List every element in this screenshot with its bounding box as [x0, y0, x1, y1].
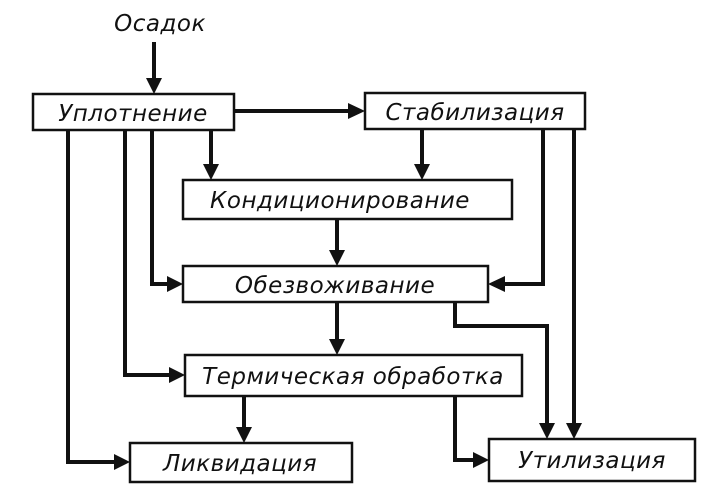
- arrowhead-uplotnenie-likvidatsiya: [114, 454, 130, 470]
- node-utilizatsiya-label: Утилизация: [518, 448, 666, 474]
- node-uplotnenie: Уплотнение: [31, 92, 236, 132]
- node-termicheskaya: Термическая обработка: [183, 353, 524, 398]
- node-stabilizatsiya: Стабилизация: [363, 91, 587, 131]
- node-likvidatsiya: Ликвидация: [128, 441, 354, 484]
- arrowhead-termicheskaya-likvidatsiya: [236, 427, 252, 443]
- arrowhead-uplotnenie-obezvozhivanie: [167, 276, 183, 292]
- edge-uplotnenie-termicheskaya: [123, 130, 171, 377]
- arrowhead-stabilizatsiya-obezvozhivanie: [488, 276, 505, 292]
- arrowhead-input-uplotnenie: [146, 78, 162, 94]
- node-uplotnenie-label: Уплотнение: [58, 101, 208, 127]
- node-konditsionirovanie: Кондиционирование: [181, 178, 514, 221]
- arrowhead-termicheskaya-utilizatsiya: [473, 452, 489, 468]
- node-stabilizatsiya-label: Стабилизация: [385, 100, 564, 126]
- arrowhead-uplotnenie-konditsionirovanie: [203, 164, 219, 180]
- arrowhead-obezvozhivanie-utilizatsiya: [539, 423, 555, 439]
- arrowhead-stabilizatsiya-utilizatsiya: [566, 423, 582, 439]
- input-label: Осадок: [114, 11, 206, 37]
- edge-termicheskaya-utilizatsiya: [453, 396, 475, 462]
- node-utilizatsiya: Утилизация: [487, 437, 697, 483]
- node-likvidatsiya-label: Ликвидация: [162, 451, 317, 477]
- node-konditsionirovanie-label: Кондиционирование: [210, 188, 470, 214]
- arrowhead-obezvozhivanie-termicheskaya: [329, 339, 345, 355]
- node-obezvozhivanie: Обезвоживание: [181, 264, 490, 304]
- edge-obezvozhivanie-utilizatsiya: [453, 302, 549, 425]
- edge-uplotnenie-obezvozhivanie: [150, 130, 169, 286]
- arrowhead-uplotnenie-termicheskaya: [169, 367, 185, 383]
- edge-stabilizatsiya-obezvozhivanie: [503, 129, 545, 286]
- arrowhead-uplotnenie-stabilizatsiya: [348, 103, 365, 119]
- node-termicheskaya-label: Термическая обработка: [202, 364, 504, 390]
- arrowhead-konditsionirovanie-obezvozhivanie: [329, 250, 345, 266]
- node-obezvozhivanie-label: Обезвоживание: [235, 273, 435, 299]
- edge-uplotnenie-likvidatsiya: [66, 130, 116, 464]
- arrowhead-stabilizatsiya-konditsionirovanie: [414, 164, 430, 180]
